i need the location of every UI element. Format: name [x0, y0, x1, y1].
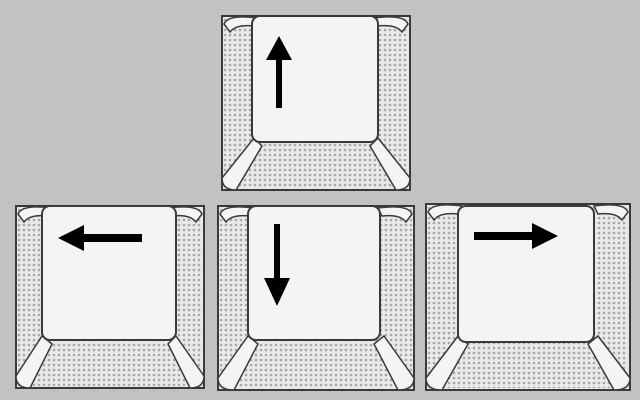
- keycap: [425, 203, 631, 391]
- keycap: [217, 205, 415, 391]
- arrow-up-icon: [266, 36, 292, 108]
- arrow-left-icon: [58, 225, 142, 251]
- right-arrow-key[interactable]: [422, 196, 634, 394]
- down-arrow-key[interactable]: [214, 198, 418, 394]
- up-arrow-key[interactable]: [218, 8, 414, 194]
- keycap: [15, 205, 205, 389]
- left-arrow-key[interactable]: [12, 198, 208, 392]
- arrow-right-icon: [474, 223, 558, 249]
- arrow-down-icon: [264, 224, 290, 306]
- keycap: [221, 15, 411, 191]
